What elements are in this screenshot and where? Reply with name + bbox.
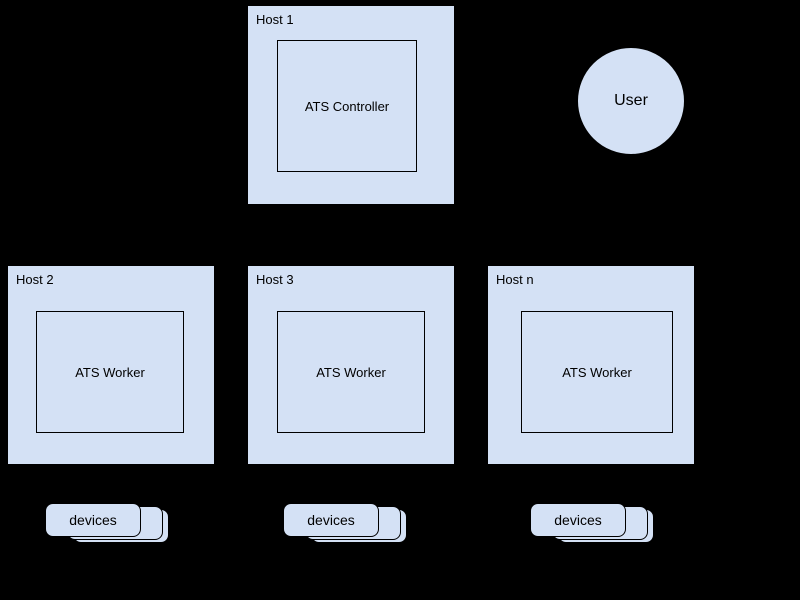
devices-host-3[interactable]: devices <box>283 503 413 543</box>
devices-label: devices <box>307 512 355 528</box>
host-label: Host 2 <box>16 272 54 287</box>
user-label: User <box>614 92 648 109</box>
device-card-front[interactable]: devices <box>45 503 141 537</box>
host-label: Host 1 <box>256 12 294 27</box>
devices-label: devices <box>554 512 602 528</box>
ats-worker-box-host-3[interactable]: ATS Worker <box>277 311 425 433</box>
host-label: Host 3 <box>256 272 294 287</box>
ats-worker-label: ATS Worker <box>562 364 632 380</box>
ats-worker-label: ATS Worker <box>316 364 386 380</box>
ats-worker-box-host-2[interactable]: ATS Worker <box>36 311 184 433</box>
device-card-front[interactable]: devices <box>530 503 626 537</box>
host-label: Host n <box>496 272 534 287</box>
devices-label: devices <box>69 512 117 528</box>
ats-worker-label: ATS Worker <box>75 364 145 380</box>
devices-host-2[interactable]: devices <box>45 503 175 543</box>
devices-host-n[interactable]: devices <box>530 503 660 543</box>
ats-controller-box[interactable]: ATS Controller <box>277 40 417 172</box>
ats-worker-box-host-n[interactable]: ATS Worker <box>521 311 673 433</box>
user-node[interactable]: User <box>577 47 685 155</box>
device-card-front[interactable]: devices <box>283 503 379 537</box>
ats-controller-label: ATS Controller <box>304 98 390 114</box>
